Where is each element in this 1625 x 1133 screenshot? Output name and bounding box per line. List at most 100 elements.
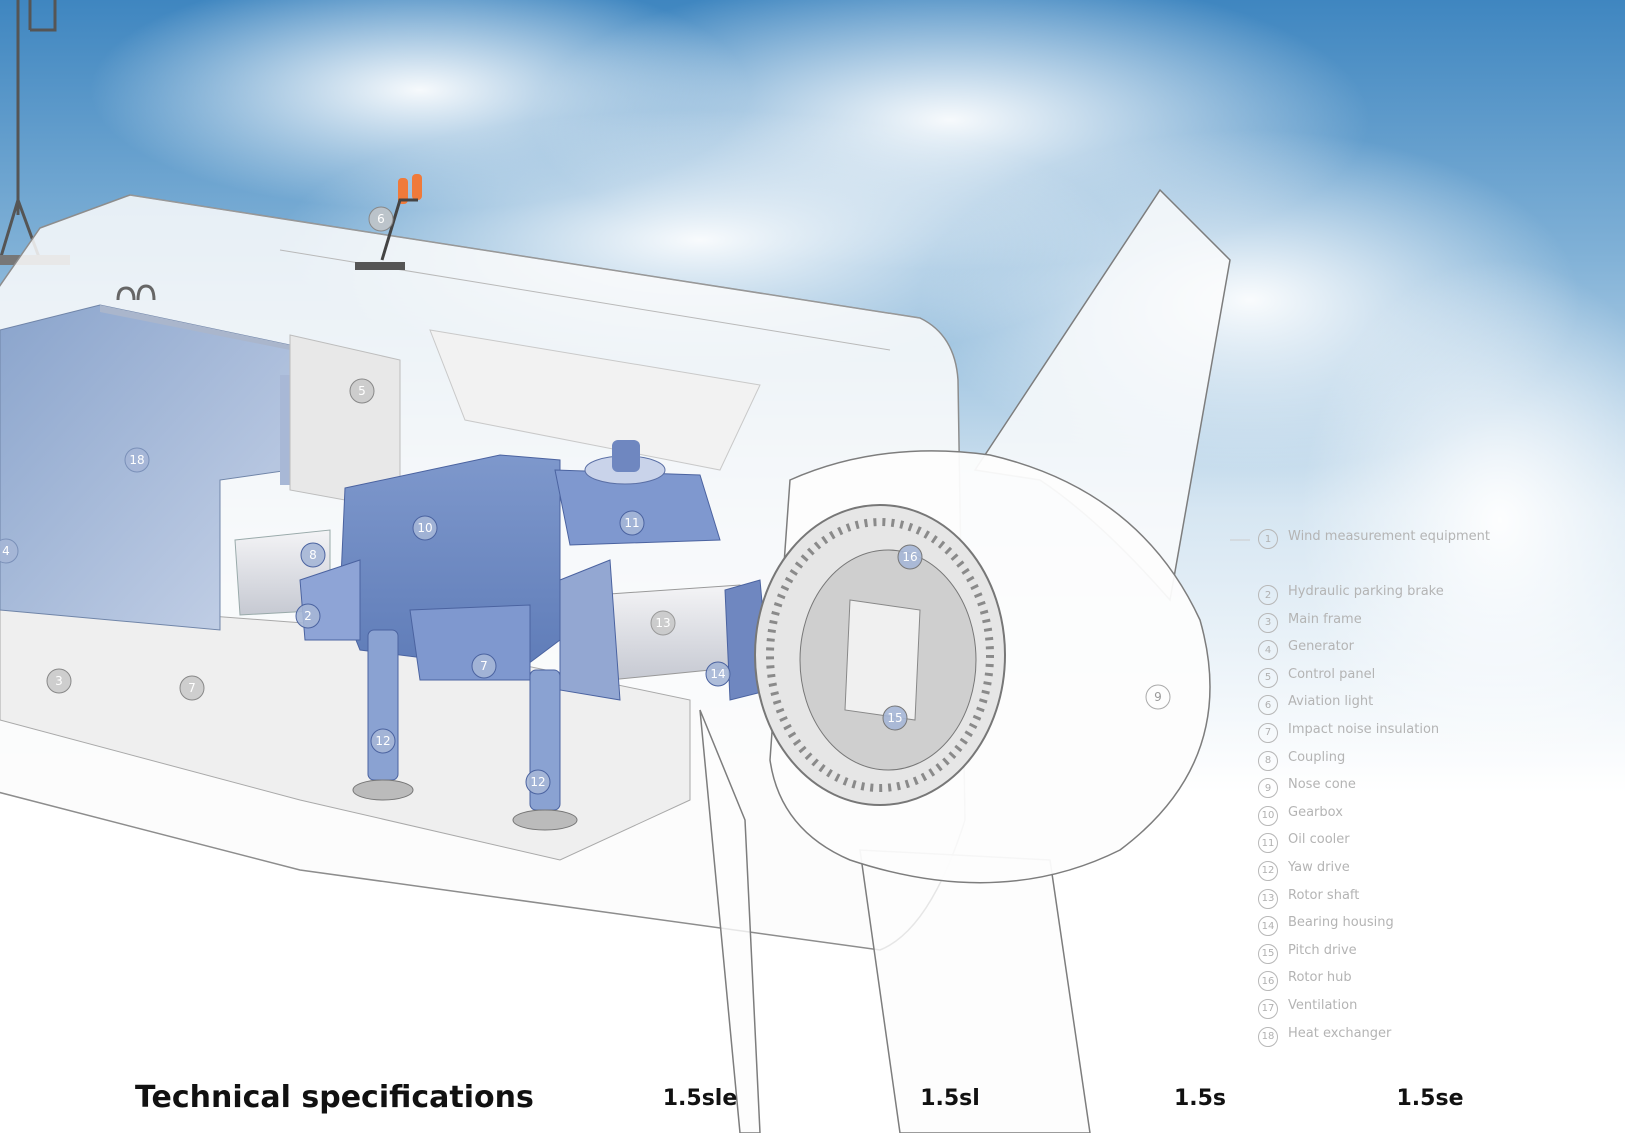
callout-9: 9 [1145, 684, 1171, 710]
legend-label: Heat exchanger [1288, 1025, 1392, 1041]
legend-number: 2 [1258, 585, 1278, 605]
model-1-5se: 1.5se [1396, 1086, 1464, 1111]
svg-text:2: 2 [304, 609, 312, 623]
svg-text:10: 10 [417, 521, 432, 535]
svg-text:6: 6 [377, 212, 385, 226]
callout-8: 8 [300, 542, 326, 568]
svg-text:4: 4 [2, 544, 10, 558]
svg-text:15: 15 [887, 711, 902, 725]
technical-specifications-header: Technical specifications 1.5sle 1.5sl 1.… [0, 1080, 1625, 1130]
legend-item: 1 Wind measurement equipment [1258, 528, 1508, 584]
callout-12b: 12 [525, 769, 551, 795]
legend-item: 3 Main frame [1258, 612, 1508, 640]
svg-text:3: 3 [55, 674, 63, 688]
svg-text:12: 12 [375, 734, 390, 748]
callout-14: 14 [705, 661, 731, 687]
specs-title: Technical specifications [135, 1080, 534, 1115]
legend-item: 18 Heat exchanger [1258, 1026, 1508, 1054]
legend-number: 16 [1258, 971, 1278, 992]
legend-item: 12 Yaw drive [1258, 860, 1508, 888]
legend-number: 8 [1258, 750, 1278, 771]
callout-markers: 6 5 18 4 10 11 [0, 206, 1171, 795]
callout-11: 11 [619, 510, 645, 536]
legend-number: 14 [1258, 916, 1278, 937]
legend-number: 18 [1258, 1026, 1278, 1047]
legend-label: Oil cooler [1288, 832, 1350, 848]
legend-item: 16 Rotor hub [1258, 970, 1508, 998]
svg-text:18: 18 [129, 453, 144, 467]
legend-number: 12 [1258, 860, 1278, 881]
svg-text:16: 16 [902, 550, 917, 564]
callout-6: 6 [368, 206, 394, 232]
svg-text:12: 12 [530, 775, 545, 789]
model-1-5sle: 1.5sle [662, 1086, 738, 1111]
svg-text:11: 11 [624, 516, 639, 530]
legend-number: 11 [1258, 833, 1278, 854]
oil-cooler [554, 440, 721, 546]
legend-label: Rotor hub [1288, 970, 1352, 986]
legend-item: 2 Hydraulic parking brake [1258, 584, 1508, 612]
svg-text:14: 14 [710, 667, 725, 681]
svg-text:7: 7 [188, 681, 196, 695]
svg-text:13: 13 [655, 616, 670, 630]
legend-item: 11 Oil cooler [1258, 832, 1508, 860]
legend-number: 4 [1258, 640, 1278, 661]
legend-label: Wind measurement equipment [1288, 529, 1490, 544]
legend-label: Coupling [1288, 749, 1346, 765]
rotor-hub [754, 504, 1006, 806]
model-1-5sl: 1.5sl [920, 1086, 980, 1111]
legend-label: Bearing housing [1288, 915, 1394, 931]
callout-7: 7 [179, 675, 205, 701]
legend-item: 5 Control panel [1258, 667, 1508, 695]
legend-label: Main frame [1288, 611, 1362, 627]
legend-number: 9 [1258, 778, 1278, 799]
svg-text:8: 8 [309, 548, 317, 562]
callout-13: 13 [650, 610, 676, 636]
legend-number: 15 [1258, 943, 1278, 964]
callout-2: 2 [295, 603, 321, 629]
legend-number: 3 [1258, 612, 1278, 633]
callout-15: 15 [882, 705, 908, 731]
callout-7b: 7 [471, 653, 497, 679]
legend-number: 6 [1258, 695, 1278, 716]
legend-item: 17 Ventilation [1258, 998, 1508, 1026]
legend-item: 13 Rotor shaft [1258, 888, 1508, 916]
callout-4: 4 [0, 538, 19, 564]
legend-item: 9 Nose cone [1258, 777, 1508, 805]
legend-label: Pitch drive [1288, 942, 1357, 958]
rotor-blades [699, 188, 1231, 1133]
legend-item: 14 Bearing housing [1258, 915, 1508, 943]
legend-label: Nose cone [1288, 777, 1356, 793]
legend-item: 4 Generator [1258, 639, 1508, 667]
callout-16: 16 [897, 544, 923, 570]
legend-item: 8 Coupling [1258, 750, 1508, 778]
legend-label: Ventilation [1288, 997, 1358, 1013]
legend-number: 5 [1258, 667, 1278, 688]
svg-text:7: 7 [480, 659, 488, 673]
legend-label: Yaw drive [1288, 859, 1350, 875]
callout-12: 12 [370, 728, 396, 754]
legend-number: 10 [1258, 805, 1278, 826]
callout-10: 10 [412, 515, 438, 541]
model-1-5s: 1.5s [1173, 1086, 1227, 1111]
legend-number: 7 [1258, 722, 1278, 743]
svg-text:9: 9 [1154, 690, 1162, 704]
legend-label: Generator [1288, 639, 1355, 655]
legend-number: 13 [1258, 888, 1278, 909]
legend-label: Rotor shaft [1288, 887, 1360, 903]
legend-number: 1 [1258, 529, 1278, 549]
legend-label: Control panel [1288, 666, 1376, 682]
legend-label: Hydraulic parking brake [1288, 584, 1444, 599]
legend-label: Impact noise insulation [1288, 721, 1440, 737]
svg-text:5: 5 [358, 384, 366, 398]
aviation-light [355, 174, 422, 270]
component-legend: 1 Wind measurement equipment 2 Hydraulic p… [1258, 528, 1508, 1053]
legend-number: 17 [1258, 998, 1278, 1019]
legend-item: 15 Pitch drive [1258, 943, 1508, 971]
callout-3: 3 [46, 668, 72, 694]
callout-18: 18 [124, 447, 150, 473]
